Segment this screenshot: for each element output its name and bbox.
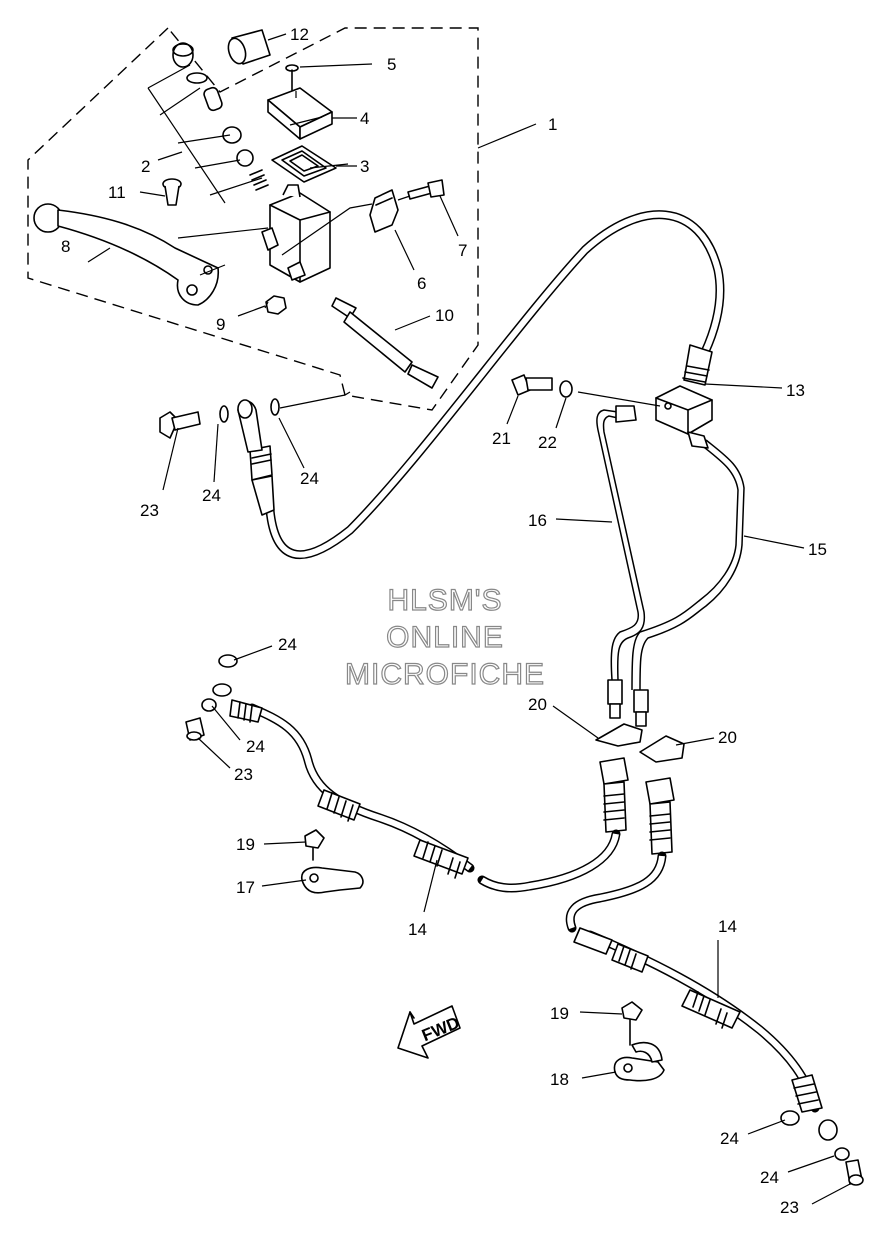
callout-24a: 24 — [202, 486, 221, 505]
bracket-part-6 — [369, 189, 399, 233]
callout-24d: 24 — [246, 737, 265, 756]
bolt-part-19-right — [621, 1001, 643, 1046]
screw-part-5 — [285, 64, 299, 91]
master-cylinder-body — [261, 184, 331, 283]
washer-upper-left — [219, 405, 229, 423]
callout-15: 15 — [808, 540, 827, 559]
banjo-bolt-right — [845, 1159, 864, 1186]
washer-left-top — [218, 654, 238, 668]
clamp-part-20-left — [595, 723, 643, 747]
callout-21: 21 — [492, 429, 511, 448]
callout-7: 7 — [458, 241, 467, 260]
bracket-part-17 — [300, 866, 364, 894]
callout-8: 8 — [61, 237, 70, 256]
callout-19b: 19 — [550, 1004, 569, 1023]
main-brake-hose — [237, 210, 725, 560]
callout-16: 16 — [528, 511, 547, 530]
bolt-part-19-left — [304, 829, 325, 861]
piston-kit-part-2 — [147, 42, 269, 204]
joint-part-13 — [655, 344, 713, 435]
washer-right-bottom — [834, 1147, 850, 1161]
brake-pipe-15 — [631, 431, 745, 727]
washer-part-22 — [559, 380, 573, 398]
callout-24b: 24 — [300, 469, 319, 488]
callout-17: 17 — [236, 878, 255, 897]
watermark-line3: MICROFICHE — [345, 658, 545, 691]
banjo-fitting-left — [212, 683, 232, 697]
watermark: HLSM'S ONLINE MICROFICHE — [344, 583, 545, 691]
callout-10: 10 — [435, 306, 454, 325]
lever-part-8 — [33, 203, 220, 306]
brake-hose-left-part-14 — [212, 683, 475, 879]
callout-9: 9 — [216, 315, 225, 334]
callout-22: 22 — [538, 433, 557, 452]
callout-24c: 24 — [278, 635, 297, 654]
callout-6: 6 — [417, 274, 426, 293]
banjo-fitting-right — [818, 1119, 838, 1141]
callout-19a: 19 — [236, 835, 255, 854]
washer-right-lower — [780, 1110, 800, 1126]
callout-14b: 14 — [718, 917, 737, 936]
brake-hose-right-part-14 — [573, 927, 838, 1141]
bolt-part-7 — [407, 179, 445, 200]
banjo-bolt-left — [185, 717, 205, 741]
callout-23b: 23 — [234, 765, 253, 784]
callout-13: 13 — [786, 381, 805, 400]
fwd-arrow-icon: FWD — [397, 1005, 462, 1059]
diaphragm-part-3 — [271, 145, 337, 183]
callout-1: 1 — [548, 115, 557, 134]
callout-24f: 24 — [760, 1168, 779, 1187]
brake-pipe-16 — [596, 405, 646, 719]
assembly-boundary — [27, 26, 479, 411]
bolt-part-21 — [511, 374, 553, 396]
washer-upper-right — [270, 398, 280, 416]
callout-12: 12 — [290, 25, 309, 44]
switch-part-10 — [331, 297, 439, 389]
callout-numbers: 12 5 4 3 1 2 11 8 9 10 6 7 13 21 22 24 2… — [61, 25, 827, 1217]
hose-fittings-lower — [599, 757, 675, 855]
pin-part-11 — [162, 178, 182, 206]
callout-11: 11 — [108, 183, 126, 202]
callout-20a: 20 — [528, 695, 547, 714]
banjo-bolt-upper — [159, 411, 201, 439]
callout-23a: 23 — [140, 501, 159, 520]
callout-24e: 24 — [720, 1129, 739, 1148]
callout-2: 2 — [141, 157, 150, 176]
cap-part-4 — [267, 87, 333, 140]
callout-4: 4 — [360, 109, 369, 128]
callout-5: 5 — [387, 55, 396, 74]
clamp-part-20-right — [639, 735, 685, 763]
callout-14a: 14 — [408, 920, 427, 939]
watermark-line1: HLSM'S — [387, 584, 502, 617]
washer-left-mid — [201, 698, 217, 712]
bracket-part-18 — [613, 1041, 665, 1082]
callout-3: 3 — [360, 157, 369, 176]
callout-23c: 23 — [780, 1198, 799, 1217]
callout-20b: 20 — [718, 728, 737, 747]
nut-part-9 — [265, 295, 287, 315]
callout-leader-lines — [87, 33, 851, 1205]
watermark-line2: ONLINE — [386, 621, 504, 654]
callout-18: 18 — [550, 1070, 569, 1089]
boot-part-12 — [227, 29, 271, 65]
